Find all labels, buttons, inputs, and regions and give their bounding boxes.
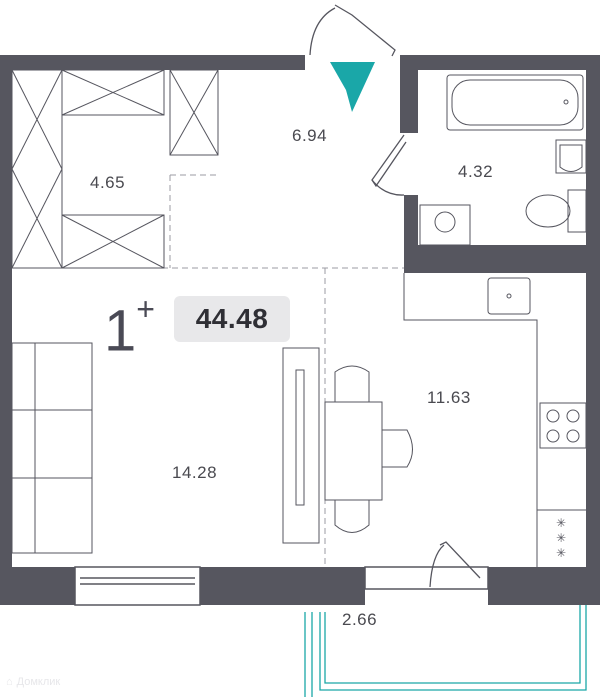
- svg-text:✳: ✳: [556, 531, 566, 545]
- rooms-count: 1+: [104, 290, 155, 360]
- kitchen-counter: [403, 273, 587, 567]
- balcony-door: [429, 541, 481, 588]
- rooms-count-suffix: +: [136, 291, 155, 327]
- dining-table: [324, 365, 413, 533]
- entrance-arrow-icon: [330, 62, 375, 112]
- balcony-area-label: 2.66: [342, 610, 378, 629]
- watermark-text: Домклик: [16, 676, 61, 688]
- sofa: [11, 342, 93, 554]
- rooms-count-number: 1: [104, 298, 137, 364]
- wardrobe-area-label: 4.65: [90, 173, 126, 192]
- fridge-icon: ✳ ✳ ✳: [556, 516, 566, 560]
- tv-cabinet: [282, 347, 320, 544]
- bathroom-area-label: 4.32: [458, 162, 494, 181]
- bathroom-fixtures: [419, 74, 587, 246]
- entrance-door: [309, 4, 396, 57]
- living-area-label: 14.28: [172, 463, 218, 482]
- svg-text:✳: ✳: [556, 546, 566, 560]
- svg-text:✳: ✳: [556, 516, 566, 530]
- windows: [74, 566, 489, 606]
- kitchen-area-label: 11.63: [427, 388, 471, 407]
- total-area-badge: 44.48: [174, 296, 290, 342]
- zone-dividers: [12, 174, 404, 567]
- hall-area-label: 6.94: [292, 126, 328, 145]
- watermark: ⌂ Домклик: [6, 676, 60, 688]
- bathroom-door: [371, 134, 407, 196]
- walls: [0, 55, 600, 605]
- balcony: [304, 605, 587, 697]
- wardrobe: [11, 69, 219, 269]
- home-logo-icon: ⌂: [6, 676, 13, 688]
